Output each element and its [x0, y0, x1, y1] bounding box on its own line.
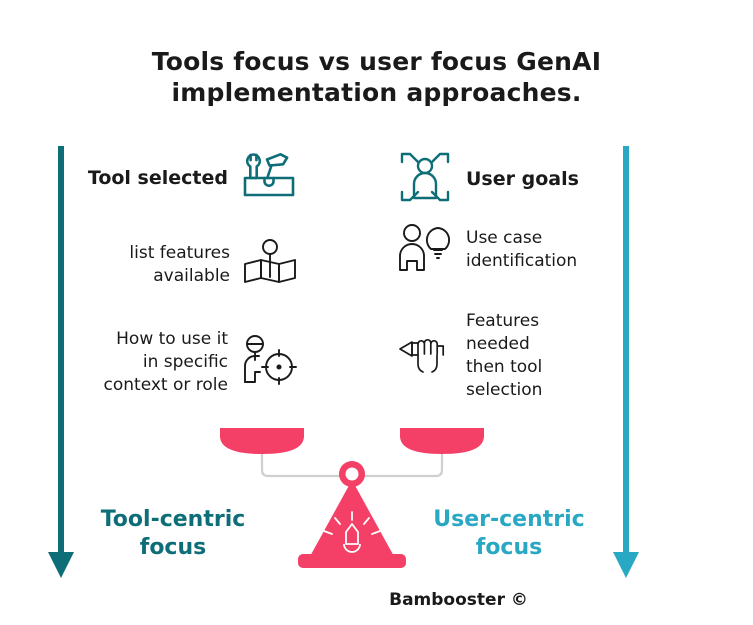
toolbox-icon [240, 150, 298, 206]
page-title-line-2: implementation approaches. [171, 78, 582, 107]
user-centric-flow-arrow [613, 146, 639, 578]
page-title-line-1: Tools focus vs user focus GenAI [151, 47, 602, 76]
step-user-goals: User goals [396, 150, 626, 208]
tool-centric-flow-arrow [48, 146, 74, 578]
hand-point-icon [396, 330, 454, 382]
step-user-goals-label: User goals [466, 168, 579, 190]
arrow-shaft [58, 146, 64, 556]
balance-scale-illustration [218, 424, 486, 572]
arrow-head-down-icon [48, 552, 74, 578]
person-target-icon [240, 334, 298, 392]
user-side-pan [400, 428, 484, 454]
map-pin-icon [242, 236, 298, 294]
step-tool-selected: Tool selected [78, 150, 298, 206]
page-title: Tools focus vs user focus GenAI implemen… [0, 46, 753, 108]
footer-credit: Bambooster © [389, 590, 528, 610]
person-expand-icon [396, 150, 454, 208]
arrow-shaft [623, 146, 629, 556]
tool-side-pan [220, 428, 304, 454]
person-lightbulb-icon [396, 222, 454, 278]
arrow-head-down-icon [613, 552, 639, 578]
step-tool-selected-label: Tool selected [87, 167, 228, 189]
